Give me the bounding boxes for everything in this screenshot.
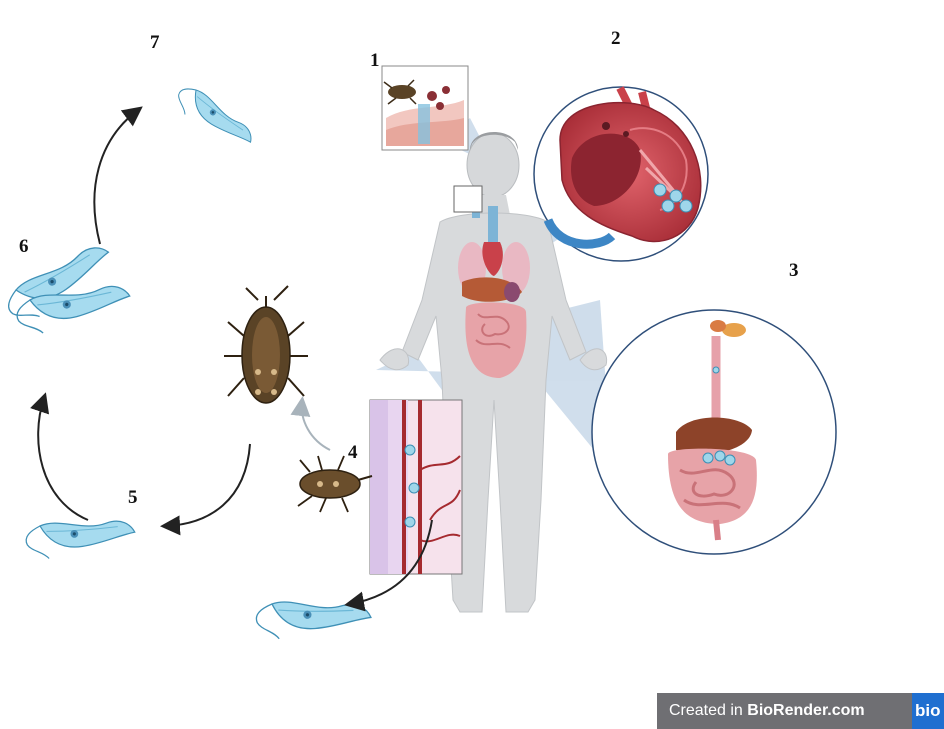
- step-label-1: 1: [370, 50, 380, 72]
- step-label-2: 2: [611, 28, 621, 50]
- badge-text: Created in BioRender.com: [657, 702, 865, 720]
- step-label-3: 3: [789, 260, 799, 282]
- biorender-badge[interactable]: Created in BioRender.com bio: [657, 693, 944, 729]
- step-label-7: 7: [150, 32, 160, 54]
- trypanosome-stage-6: [2, 246, 131, 349]
- skin-bite-inset: [382, 66, 482, 212]
- step-label-4: 4: [348, 442, 358, 464]
- step-label-6: 6: [19, 236, 29, 258]
- trypanosome-icon: [173, 71, 254, 163]
- blood-vessel-inset: [370, 400, 462, 574]
- biorender-logo-icon: bio: [912, 693, 944, 729]
- step-label-5: 5: [128, 487, 138, 509]
- feeding-bug: [298, 456, 372, 512]
- digestive-inset: [592, 310, 836, 554]
- trypanosome-stage-5: [23, 495, 137, 581]
- badge-prefix: Created in: [669, 702, 747, 719]
- trypanosome-bloodstream: [252, 572, 373, 668]
- triatomine-bug-icon: [224, 286, 308, 403]
- heart-inset: [534, 87, 708, 261]
- badge-brand: BioRender.com: [747, 702, 864, 719]
